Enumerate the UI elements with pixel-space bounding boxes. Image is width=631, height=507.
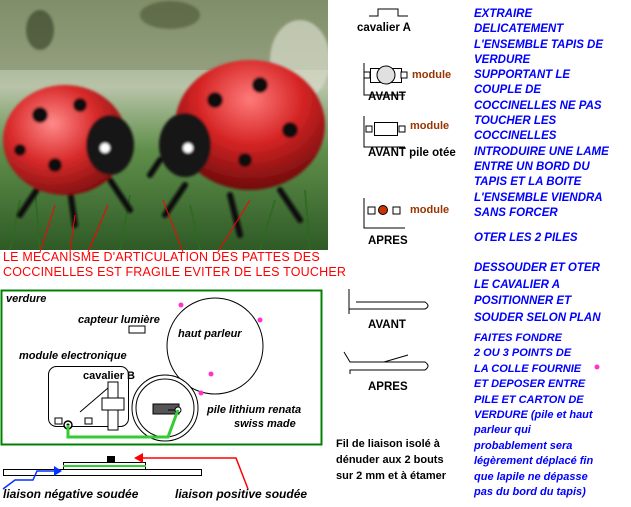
cavalier-b-label: cavalier B xyxy=(83,370,135,382)
instruction-line: L'ENSEMBLE TAPIS DE xyxy=(474,38,604,51)
instruction-line: que lapile ne dépasse xyxy=(474,470,588,483)
fil-liaison-note: Fil de liaison isolé à dénuder aux 2 bou… xyxy=(336,436,446,484)
instruction-line: LA COLLE FOURNIE xyxy=(474,362,582,375)
instruction-line: parleur qui xyxy=(474,424,531,437)
pile-removed-icon xyxy=(374,122,398,136)
instruction-line: LE CAVALIER A xyxy=(474,278,561,291)
instruction-line: VERDURE xyxy=(474,53,531,66)
fil-note-line: Fil de liaison isolé à xyxy=(336,438,440,450)
ladybugs-photo xyxy=(0,0,328,250)
instruction-line: TOUCHER LES xyxy=(474,115,557,128)
pile-circle-icon xyxy=(376,65,396,85)
instruction-line: SOUDER SELON PLAN xyxy=(474,311,601,324)
instruction-line: PILE ET CARTON DE xyxy=(474,393,584,406)
instruction-line: COCCINELLES xyxy=(474,130,557,143)
instruction-line: VERDURE (pile et haut xyxy=(474,409,593,422)
section-connector xyxy=(107,456,115,463)
instruction-line: EXTRAIRE xyxy=(474,8,533,20)
cavalier-a-label: cavalier A xyxy=(357,22,411,34)
solder-point-icon xyxy=(378,205,388,215)
instruction-line: SANS FORCER xyxy=(474,206,558,219)
cavalier-a-icon xyxy=(369,8,408,17)
haut-parleur-label: haut parleur xyxy=(178,328,242,340)
tab-after-lift xyxy=(383,354,409,363)
pad-icon xyxy=(367,206,376,215)
photo-caption: LE MECANISME D'ARTICULATION DES PATTES D… xyxy=(3,250,346,280)
glue-dot xyxy=(178,302,184,308)
instruction-extraction: EXTRAIRE DELICATEMENT L'ENSEMBLE TAPIS D… xyxy=(474,7,609,221)
liaison-negative-label: liaison négative soudée xyxy=(3,487,139,501)
instruction-line: ENTRE UN BORD DU xyxy=(474,160,590,173)
avant-label-2: AVANT xyxy=(368,319,406,331)
module-label: module electronique xyxy=(19,350,127,362)
instruction-glue: FAITES FONDRE 2 OU 3 POINTS DE LA COLLE … xyxy=(474,331,593,500)
instruction-line: 2 OU 3 POINTS DE xyxy=(474,347,572,360)
instruction-line: ET DEPOSER ENTRE xyxy=(474,378,586,391)
positive-arrow xyxy=(143,457,249,490)
capteur-lumiere-icon xyxy=(128,325,146,334)
cavalier-b-body xyxy=(101,397,125,411)
instruction-line: probablement sera xyxy=(474,439,573,452)
instruction-line: DESSOUDER ET OTER xyxy=(474,262,600,274)
pad-icon xyxy=(392,206,401,215)
bracket-icon xyxy=(363,116,405,148)
pad-icon xyxy=(365,125,373,133)
instruction-line: FAITES FONDRE xyxy=(474,332,563,344)
instruction-remove-batteries: OTER LES 2 PILES xyxy=(474,232,578,244)
photo-caption-line-2: COCCINELLES EST FRAGILE EVITER DE LES TO… xyxy=(3,265,347,279)
apres-label-2: APRES xyxy=(368,381,408,393)
section-base xyxy=(3,469,202,476)
instruction-cavalier: DESSOUDER ET OTER LE CAVALIER A POSITION… xyxy=(474,260,601,326)
tab-before-icon xyxy=(348,289,429,310)
pile-label-line-1: pile lithium renata xyxy=(207,404,302,416)
instruction-line: COUPLE DE xyxy=(474,84,542,97)
instruction-line: COCCINELLES NE PAS xyxy=(474,99,602,112)
positive-arrow-head xyxy=(134,453,143,463)
instruction-line: TAPIS ET LA BOITE xyxy=(474,176,582,189)
glue-dot xyxy=(594,364,600,370)
caption-pointer-lines xyxy=(39,199,251,253)
avant-pile-otee-label: AVANT pile otée xyxy=(368,147,456,159)
glue-dot xyxy=(257,317,263,323)
instruction-line: INTRODUIRE UNE LAME xyxy=(474,145,609,158)
fil-note-line: sur 2 mm et à étamer xyxy=(336,470,447,482)
instruction-line: L'ENSEMBLE VIENDRA xyxy=(474,191,603,204)
cavalier-b-pointer xyxy=(79,387,109,413)
pad-icon xyxy=(398,125,406,133)
instruction-line: POSITIONNER ET xyxy=(474,295,572,307)
module-label-1: module xyxy=(412,69,452,81)
capteur-label: capteur lumière xyxy=(78,314,160,326)
avant-label-1: AVANT xyxy=(368,91,406,103)
fil-note-line: dénuder aux 2 bouts xyxy=(336,454,444,466)
haut-parleur-circle xyxy=(166,297,264,395)
module-label-2: module xyxy=(410,120,450,132)
pad-icon xyxy=(400,71,408,79)
instruction-line: DELICATEMENT xyxy=(474,23,564,36)
liaison-positive-label: liaison positive soudée xyxy=(175,487,308,501)
instruction-line: pas du bord du tapis) xyxy=(474,486,586,499)
apres-label-1: APRES xyxy=(368,235,408,247)
photo-caption-line-1: LE MECANISME D'ARTICULATION DES PATTES D… xyxy=(3,250,320,264)
module-pad xyxy=(54,417,63,425)
verdure-label: verdure xyxy=(6,293,47,305)
ladybugs-illustration xyxy=(0,0,328,250)
green-wire xyxy=(66,409,180,439)
tab-after-icon xyxy=(343,351,429,374)
glue-dot xyxy=(198,390,204,396)
bracket-icon xyxy=(363,198,405,229)
negative-arrow xyxy=(2,470,57,490)
pad-icon xyxy=(363,71,371,79)
pile-label-line-2: swiss made xyxy=(234,418,296,430)
verdure-frame xyxy=(0,289,323,446)
negative-arrow-head xyxy=(54,466,62,476)
instruction-line: SUPPORTANT LE xyxy=(474,69,571,82)
glue-dot xyxy=(208,371,214,377)
instruction-line: légèrement déplacé fin xyxy=(474,455,594,468)
module-label-3: module xyxy=(410,204,450,216)
module-pad xyxy=(84,417,93,425)
